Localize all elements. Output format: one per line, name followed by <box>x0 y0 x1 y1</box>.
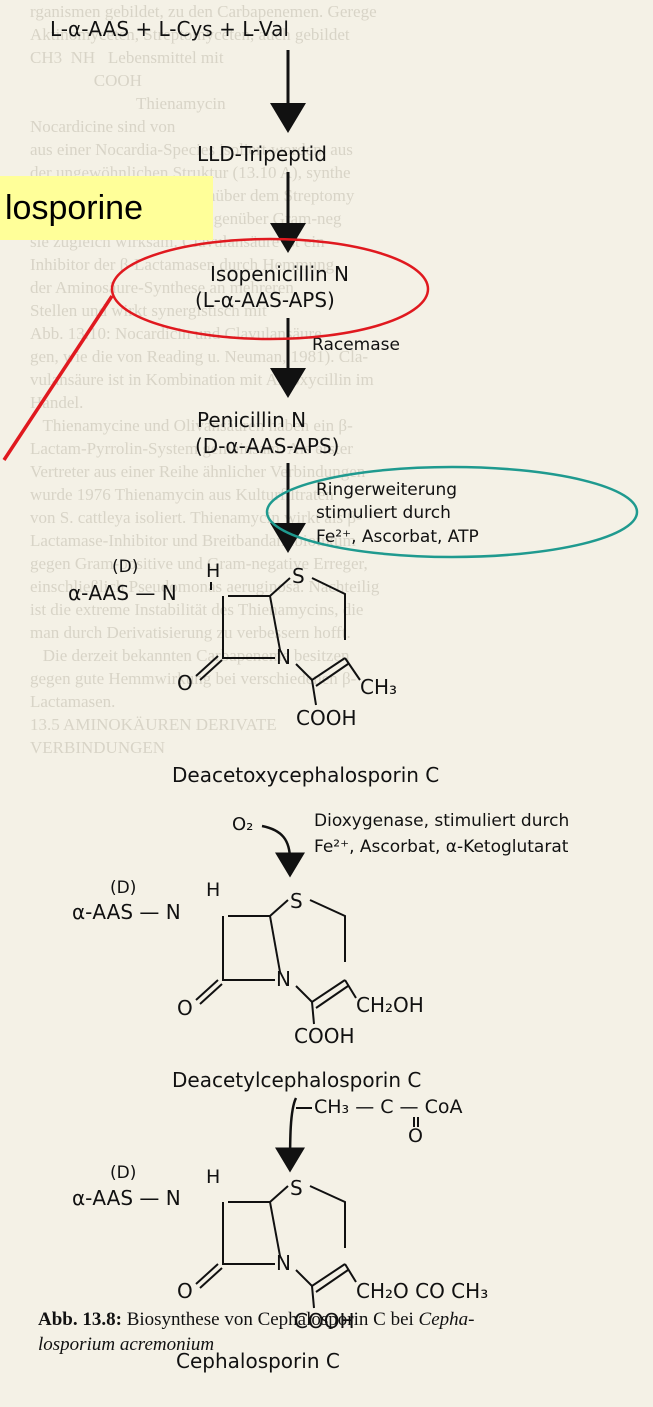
cpc-h-label: H <box>206 1166 220 1188</box>
caption-organism-1: Cepha- <box>418 1309 475 1330</box>
cpc-o-label: O <box>177 1279 193 1303</box>
dao-n-label: N <box>276 645 291 669</box>
caption-label: Abb. 13.8: <box>38 1309 122 1330</box>
cephalosporin-c-structure: (D) H α-AAS — N S N O CH₂O CO CH₃ COOH C… <box>72 1163 488 1373</box>
callout-label: losporine <box>0 176 213 240</box>
cpc-d-label: (D) <box>110 1163 136 1183</box>
dac-h-label: H <box>206 879 220 901</box>
dac-s-label: S <box>290 889 303 913</box>
background-text-line: Die derzeit bekannten Carbapeneme besitz… <box>30 646 350 665</box>
background-text-line: wurde 1976 Thienamycin aus Kulturfiltrat… <box>30 485 334 504</box>
ring-expansion-line3: Fe²⁺, Ascorbat, ATP <box>316 527 479 547</box>
acetyl-o-label: O <box>408 1125 423 1147</box>
substrates-label: L-α-AAS + L-Cys + L-Val <box>50 17 289 41</box>
dao-h-label: H <box>206 560 220 582</box>
background-text-line: gegen Gram-positive und Gram-negative Er… <box>30 554 368 573</box>
deacetoxycephalosporin-structure: (D) H α-AAS — N S N O CH₃ COOH Deacetoxy… <box>68 557 439 787</box>
background-text-line: CH3 NH Lebensmittel mit <box>30 48 224 67</box>
isopenicillin-name: Isopenicillin N <box>210 262 349 286</box>
background-text-line: von S. cattleya isoliert. Thienamycin wi… <box>30 508 362 527</box>
faded-background-text: rganismen gebildet, zu den Carbapenemen.… <box>30 0 630 1407</box>
red-ellipse-highlight <box>110 237 430 341</box>
tripeptide-label: LLD-Tripeptid <box>197 142 327 166</box>
dao-s-label: S <box>292 564 305 588</box>
background-text-line: Lactamase-Inhibitor und Breitbandantibio… <box>30 531 356 550</box>
background-text-line: Aktinomyceten, Streptomyceten, auch gebi… <box>30 25 350 44</box>
background-text-line: Thienamycin <box>30 94 226 113</box>
dac-ch2oh-label: CH₂OH <box>356 993 424 1017</box>
background-text-line: man durch Derivatisierung zu verbessern … <box>30 623 351 642</box>
dac-aas-label: α-AAS — N <box>72 900 181 924</box>
background-text-line: gen, wie die von Reading u. Neuman, 1981… <box>30 347 369 366</box>
isopenicillin-sub: (L-α-AAS-APS) <box>195 288 335 312</box>
cpc-n-label: N <box>276 1251 291 1275</box>
dac-o-label: O <box>177 996 193 1020</box>
deacetylcephalosporin-structure: (D) H α-AAS — N S N O CH₂OH COOH Deacety… <box>72 878 424 1092</box>
figure-caption: Abb. 13.8: Biosynthese von Cephalosporin… <box>38 1307 638 1357</box>
background-text-line: Lactam-Pyrrolin-System gemeinsam. Als er… <box>30 439 353 458</box>
dao-o-label: O <box>177 671 193 695</box>
acetyl-coa-label: CH₃ — C — CoA <box>314 1096 462 1118</box>
cpc-s-label: S <box>290 1176 303 1200</box>
dioxygenase-line1: Dioxygenase, stimuliert durch <box>314 811 569 831</box>
cpc-cooh-label: COOH <box>294 1309 355 1333</box>
background-text-line: VERBINDUNGEN <box>30 738 166 757</box>
arrow-6 <box>275 1097 306 1173</box>
dao-aas-label: α-AAS — N <box>68 581 177 605</box>
dac-name: Deacetylcephalosporin C <box>172 1068 421 1092</box>
cpc-aas-label: α-AAS — N <box>72 1186 181 1210</box>
cpc-name: Cephalosporin C <box>176 1349 340 1373</box>
racemase-label: Racemase <box>312 335 400 355</box>
background-text-line: 13.5 AMINOKÄUREN DERIVATE <box>30 715 277 734</box>
background-text-line: der Aminosäure-Synthese an mehreren <box>30 278 294 297</box>
background-text-line: Vertreter aus einer Reihe ähnlicher Verb… <box>30 462 366 481</box>
dioxygenase-line2: Fe²⁺, Ascorbat, α-Ketoglutarat <box>314 837 569 857</box>
background-text-line: aus einer Nocardia-Species isoliert word… <box>30 140 353 159</box>
dao-d-label: (D) <box>112 557 138 577</box>
dao-ch3-label: CH₃ <box>360 675 397 699</box>
ring-expansion-line2: stimuliert durch <box>316 503 451 523</box>
dac-n-label: N <box>276 967 291 991</box>
background-text-line: gegen gute Hemmwirkung bei verschiedenen… <box>30 669 357 688</box>
arrow-5 <box>261 824 305 878</box>
penicillin-name: Penicillin N <box>197 408 306 432</box>
penicillin-sub: (D-α-AAS-APS) <box>195 434 339 458</box>
background-text-line: ist die extreme Instabilität des Thienam… <box>30 600 364 619</box>
teal-ellipse-highlight <box>265 465 639 559</box>
background-text-line: Lactamasen. <box>30 692 116 711</box>
dao-name: Deacetoxycephalosporin C <box>172 763 439 787</box>
background-text-line: COOH <box>30 71 142 90</box>
dao-cooh-label: COOH <box>296 706 357 730</box>
cpc-ester-label: CH₂O CO CH₃ <box>356 1279 488 1303</box>
ring-expansion-line1: Ringerweiterung <box>316 480 457 500</box>
caption-text: Biosynthese von Cephalosporin C bei <box>121 1309 419 1330</box>
background-text-line: Thienamycine und Olivansäuren haben ein … <box>30 416 353 435</box>
background-text-line: rganismen gebildet, zu den Carbapenemen.… <box>30 2 377 21</box>
caption-organism-2: losporium acremonium <box>38 1334 215 1355</box>
background-text-line: Nocardicine sind von <box>30 117 176 136</box>
dac-d-label: (D) <box>110 878 136 898</box>
dac-cooh-label: COOH <box>294 1024 355 1048</box>
o2-label: O₂ <box>232 814 253 835</box>
background-text-line: vulansäure ist in Kombination mit Amoxyc… <box>30 370 374 389</box>
red-pointer-line <box>2 295 114 461</box>
